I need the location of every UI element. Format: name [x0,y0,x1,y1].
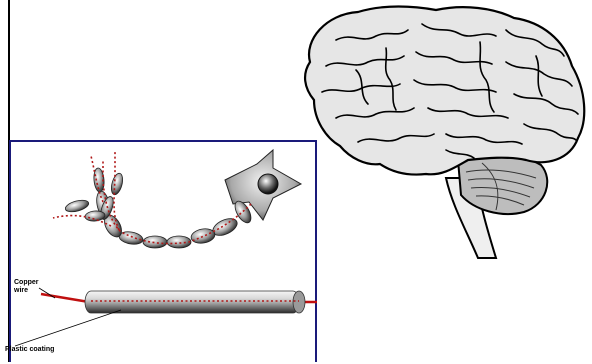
neuron-wire-panel [9,140,317,362]
plastic-coating-label: Plastic coating [5,346,54,354]
brain-drawing [296,0,592,262]
neuron-nucleus [258,174,278,194]
plastic-coating-cable [85,291,299,313]
plastic-leader-line [15,310,121,346]
copper-wire-left [41,294,89,302]
copper-wire-label: Copper wire [14,279,54,295]
copper-wire-label-line1: Copper [14,279,54,287]
brain-illustration [296,0,592,262]
copper-wire-label-line2: wire [14,287,54,295]
neuron-wire-drawing [11,142,317,364]
